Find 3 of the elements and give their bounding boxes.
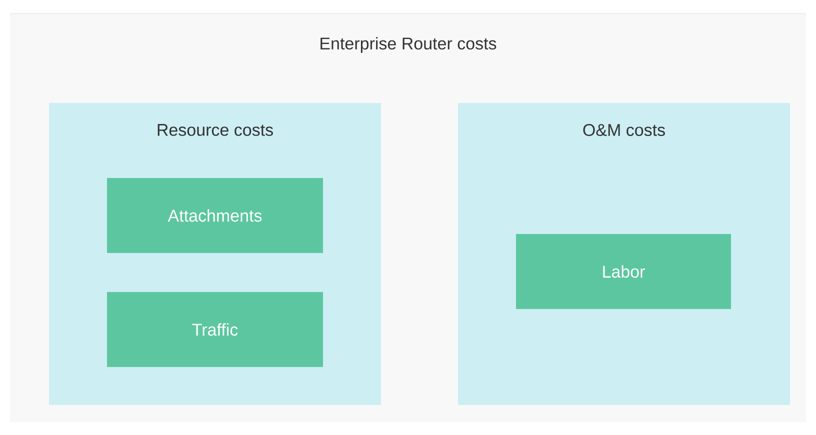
cost-item-box: Traffic	[107, 292, 323, 367]
cost-item-box: Attachments	[107, 178, 323, 253]
cost-item-box: Labor	[516, 234, 731, 309]
